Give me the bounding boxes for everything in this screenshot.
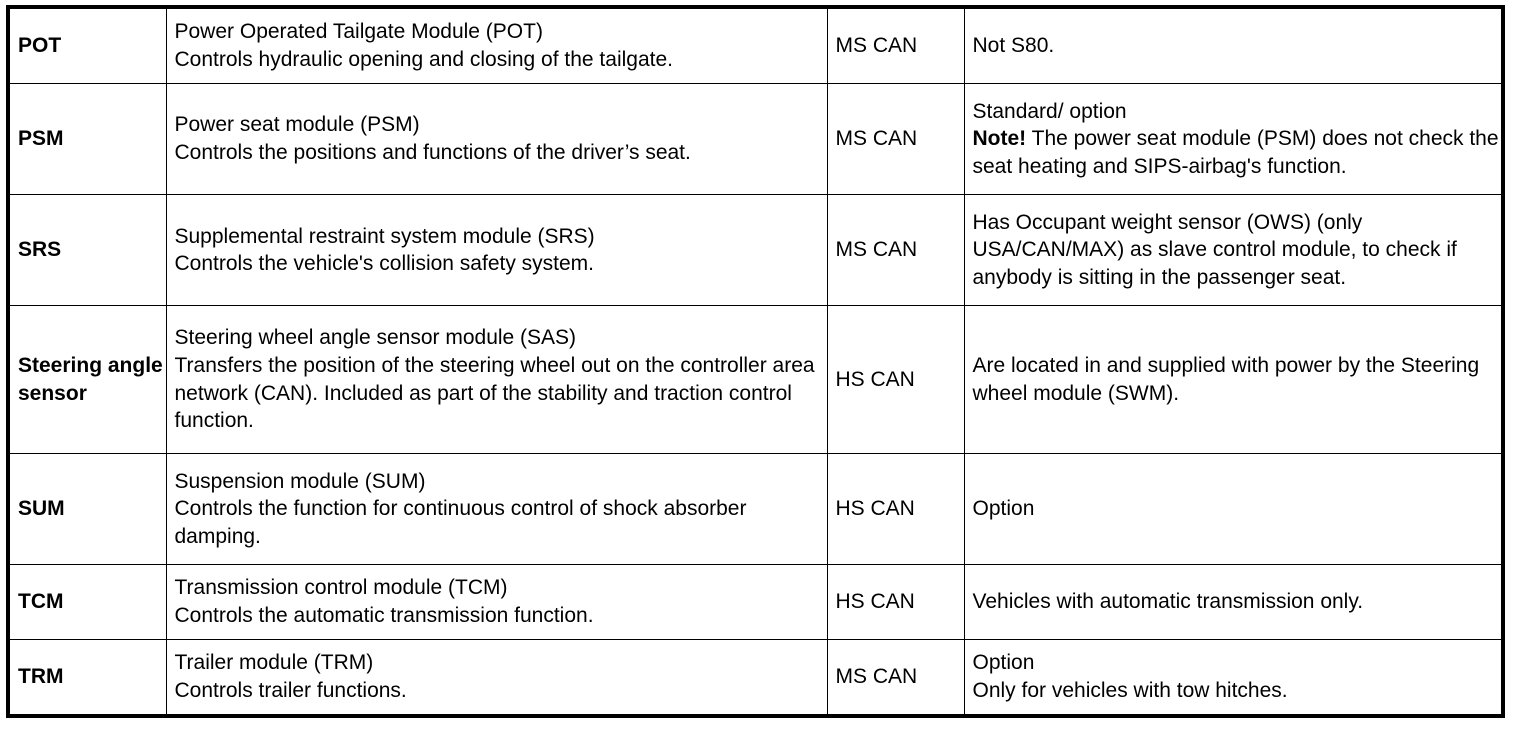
description-line-2: Transfers the position of the steering w… — [174, 354, 821, 433]
cell-network: MS CAN — [826, 638, 965, 717]
cell-note: Option — [963, 453, 1504, 566]
cell-note: Standard/ option Note! The power seat mo… — [963, 83, 1504, 196]
description-line-1: Power seat module (PSM) — [174, 113, 420, 137]
cell-note: Has Occupant weight sensor (OWS) (only U… — [963, 194, 1504, 307]
description-line-1: Power Operated Tailgate Module (POT) — [174, 20, 543, 44]
cell-network: MS CAN — [826, 194, 965, 307]
table-body: POT Power Operated Tailgate Module (POT)… — [7, 6, 1504, 717]
cell-network: HS CAN — [826, 453, 965, 566]
table-row: TRM Trailer module (TRM) Controls traile… — [7, 638, 1504, 717]
note-line-1: Option — [972, 497, 1035, 521]
note-emphasis: Note! — [972, 127, 1027, 151]
description-line-1: Supplemental restraint system module (SR… — [174, 224, 595, 248]
cell-note: Not S80. — [963, 6, 1504, 85]
description-line-2: Controls hydraulic opening and closing o… — [174, 48, 673, 72]
cell-description: Supplemental restraint system module (SR… — [165, 194, 828, 307]
note-line-2: Only for vehicles with tow hitches. — [972, 678, 1288, 702]
note-line-2: Note! The power seat module (PSM) does n… — [973, 125, 1502, 180]
module-table-container: POT Power Operated Tailgate Module (POT)… — [6, 5, 1505, 718]
description-line-2: Controls the positions and functions of … — [174, 141, 691, 165]
note-line-1: Standard/ option — [972, 99, 1127, 123]
table-row: TCM Transmission control module (TCM) Co… — [7, 564, 1504, 640]
cell-network: HS CAN — [826, 564, 965, 640]
description-line-1: Suspension module (SUM) — [174, 469, 426, 493]
table-row: SRS Supplemental restraint system module… — [7, 194, 1504, 307]
note-line-1: Has Occupant weight sensor (OWS) (only U… — [972, 210, 1463, 290]
cell-abbreviation: Steering angle sensor — [7, 305, 167, 455]
cell-note: Vehicles with automatic transmission onl… — [963, 564, 1504, 640]
cell-description: Trailer module (TRM) Controls trailer fu… — [165, 638, 828, 717]
description-line-1: Transmission control module (TCM) — [174, 576, 508, 600]
note-line-1: Option — [972, 651, 1035, 675]
cell-description: Suspension module (SUM) Controls the fun… — [165, 453, 828, 566]
table-row: PSM Power seat module (PSM) Controls the… — [7, 83, 1504, 196]
cell-abbreviation: TCM — [7, 564, 167, 640]
cell-description: Steering wheel angle sensor module (SAS)… — [165, 305, 828, 455]
cell-network: MS CAN — [826, 6, 965, 85]
cell-abbreviation: TRM — [7, 638, 167, 717]
description-line-2: Controls the function for continuous con… — [174, 497, 753, 549]
cell-abbreviation: PSM — [7, 83, 167, 196]
control-module-table: POT Power Operated Tailgate Module (POT)… — [6, 5, 1505, 718]
description-line-2: Controls the vehicle's collision safety … — [174, 252, 595, 276]
description-line-1: Steering wheel angle sensor module (SAS) — [174, 326, 577, 350]
note-body: The power seat module (PSM) does not che… — [972, 127, 1505, 178]
description-line-1: Trailer module (TRM) — [174, 651, 374, 675]
cell-abbreviation: POT — [7, 6, 167, 85]
note-line-1: Are located in and supplied with power b… — [972, 354, 1485, 405]
cell-description: Power seat module (PSM) Controls the pos… — [165, 83, 828, 196]
cell-abbreviation: SRS — [7, 194, 167, 307]
cell-note: Option Only for vehicles with tow hitche… — [963, 638, 1504, 717]
cell-network: HS CAN — [826, 305, 965, 455]
cell-note: Are located in and supplied with power b… — [963, 305, 1504, 455]
note-line-1: Not S80. — [972, 34, 1055, 58]
description-line-2: Controls trailer functions. — [174, 678, 407, 702]
cell-abbreviation: SUM — [7, 453, 167, 566]
table-row: Steering angle sensor Steering wheel ang… — [7, 305, 1504, 455]
cell-description: Power Operated Tailgate Module (POT) Con… — [165, 6, 828, 85]
table-row: POT Power Operated Tailgate Module (POT)… — [7, 6, 1504, 85]
cell-description: Transmission control module (TCM) Contro… — [165, 564, 828, 640]
description-line-2: Controls the automatic transmission func… — [174, 604, 594, 628]
note-line-1: Vehicles with automatic transmission onl… — [972, 590, 1364, 614]
cell-network: MS CAN — [826, 83, 965, 196]
table-row: SUM Suspension module (SUM) Controls the… — [7, 453, 1504, 566]
